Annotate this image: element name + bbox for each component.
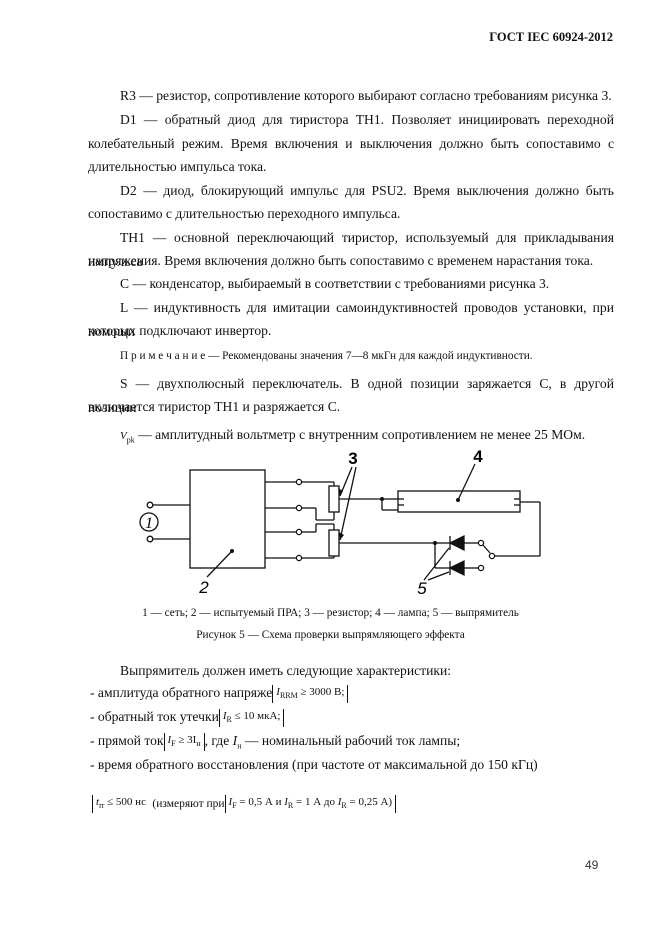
paragraph-l-line1: L — индуктивность для имитации самоиндук…	[88, 300, 614, 339]
diode-1	[448, 534, 465, 552]
resistor-1	[328, 485, 340, 513]
paragraph-s-line2: включается тиристор TH1 и разряжается C.	[88, 399, 341, 414]
page-number: 49	[585, 858, 599, 872]
paragraph-d2-line2: сопоставимо с длительностью переходного …	[88, 206, 401, 221]
formula-ir: IR ≤ 10 мкА;	[218, 708, 285, 727]
paragraph-l-line2: которых подключают инвертор.	[88, 323, 272, 338]
label-5: 5	[417, 579, 427, 598]
formula-if: IF ≥ 3Iн	[163, 732, 205, 751]
formula-irrm: IRRM ≥ 3000 В;	[272, 684, 349, 703]
diode-2	[448, 559, 465, 577]
label-4: 4	[473, 447, 483, 466]
ballast-box	[189, 469, 266, 569]
resistor-2	[328, 529, 340, 557]
note-text: — Рекомендованы значения 7—8 мкГн для ка…	[205, 350, 533, 362]
paragraph-d1-line1: D1 — обратный диод для тиристора TH1. По…	[120, 112, 614, 127]
paragraph-d1-line2: колебательный режим. Время включения и в…	[88, 136, 614, 151]
vpk-symbol-sub: pk	[126, 435, 135, 445]
paragraph-c: C — конденсатор, выбираемый в соответств…	[120, 276, 550, 291]
formula-measure-condition: IF = 0,5 А и IR = 1 А до IR = 0,25 А)	[224, 794, 397, 813]
formula-trr: trr ≤ 500 нс	[92, 794, 149, 813]
paragraph-vpk: Vpk — амплитудный вольтметр с внутренним…	[88, 423, 614, 452]
paragraph-r3: R3 — резистор, сопротивление которого вы…	[120, 88, 612, 103]
document-header: ГОСТ IEC 60924-2012	[489, 30, 613, 44]
label-3: 3	[348, 449, 357, 468]
switch-contact	[482, 544, 491, 554]
input-terminal-bottom	[146, 535, 154, 543]
vpk-text: — амплитудный вольтметр с внутренним соп…	[138, 427, 586, 442]
label-1: 1	[145, 515, 153, 532]
figure-caption: Рисунок 5 — Схема проверки выпрямляющего…	[196, 629, 465, 641]
label-2: 2	[198, 578, 209, 597]
paragraph-s-line1: S — двухполюсный переключатель. В одной …	[88, 376, 614, 415]
paragraph-th1-line1: TH1 — основной переключающий тиристор, и…	[88, 230, 614, 269]
figure-legend: 1 — сеть; 2 — испытуемый ПРА; 3 — резист…	[142, 607, 519, 619]
paragraph-d1-line3: длительностью импульса тока.	[88, 159, 267, 174]
paragraph-d2-line1: D2 — диод, блокирующий импульс для PSU2.…	[120, 183, 614, 198]
input-terminal-top	[146, 501, 154, 509]
vpk-symbol: V	[120, 430, 127, 442]
in-symbol: I	[232, 733, 238, 748]
requirement-recovery-time: - время обратного восстановления (при ча…	[90, 757, 538, 772]
paragraph-th1-line2: напряжения. Время включения должно быть …	[88, 253, 594, 268]
note-label: П р и м е ч а н и е	[120, 350, 206, 362]
note: П р и м е ч а н и е — Рекомендованы знач…	[120, 350, 620, 362]
requirements-intro: Выпрямитель должен иметь следующие харак…	[120, 663, 452, 678]
label-1-circle	[139, 512, 159, 532]
